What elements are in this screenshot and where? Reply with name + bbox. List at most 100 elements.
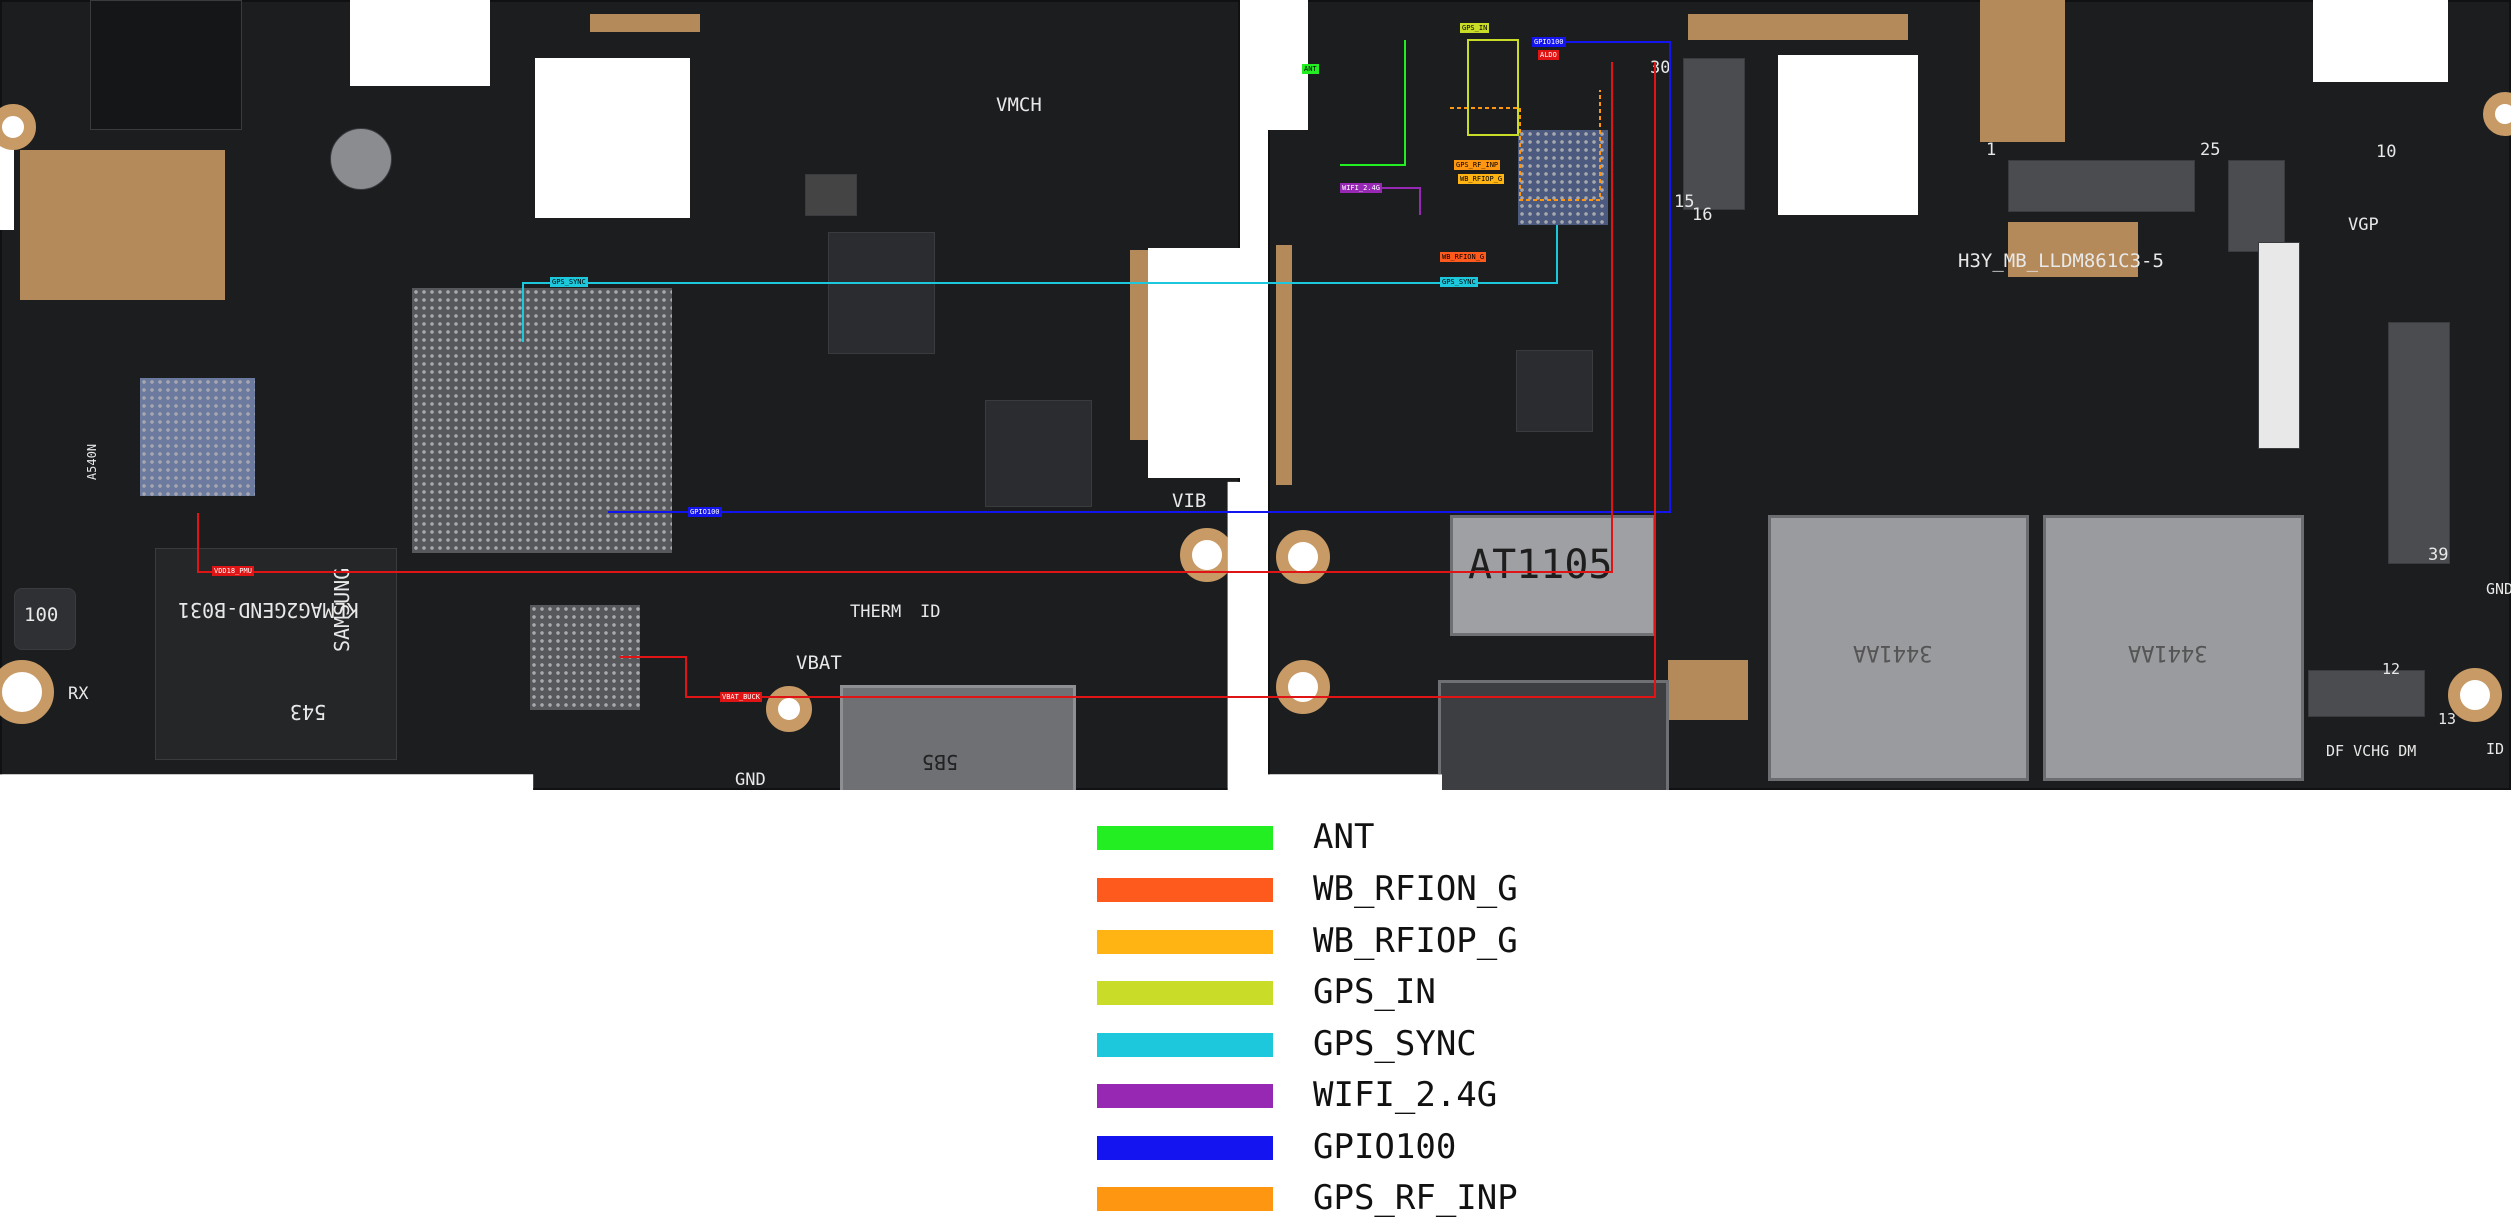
legend-label: GPS_SYNC — [1313, 1024, 1477, 1064]
fpc-connector — [2388, 322, 2450, 564]
ic-chip — [985, 400, 1092, 507]
gold-pad — [1130, 250, 1148, 440]
capacitor — [330, 128, 392, 190]
white-panel — [2258, 242, 2300, 449]
ic-chip — [828, 232, 935, 354]
pin-label: 1 — [1986, 140, 1997, 160]
gold-pad — [1688, 14, 1908, 40]
legend-swatch — [1097, 826, 1273, 850]
sim-slot-2[interactable] — [2043, 515, 2304, 781]
label-vgp: VGP — [2348, 215, 2379, 235]
fpc-connector — [2228, 160, 2285, 252]
label-id: ID — [2486, 740, 2505, 758]
net-tag-vbat-buck: VBAT_BUCK — [720, 692, 762, 702]
net-tag-wb-rfiop: WB_RFIOP_G — [1458, 174, 1505, 184]
gold-pad — [590, 14, 700, 32]
net-tag-aldo: ALDO — [1538, 50, 1559, 60]
net-tag-wb-rfion: WB_RFION_G — [1440, 252, 1487, 262]
net-tag-gpio100: GPIO100 — [688, 507, 722, 517]
legend-item-wb-rfion-g: WB_RFION_G — [1097, 870, 1597, 914]
mounting-hole — [1276, 530, 1330, 584]
label-gnd: GND — [2486, 580, 2511, 598]
mounting-hole — [0, 660, 54, 724]
label-df-vchg-dm: DF VCHG DM — [2326, 742, 2417, 760]
legend-swatch — [1097, 930, 1273, 954]
net-tag-gps-in: GPS_IN — [1460, 23, 1490, 33]
label-vbat: VBAT — [796, 652, 842, 674]
board-name: H3Y_MB_LLDM861C3-5 — [1958, 250, 2164, 272]
board-cutout — [2313, 0, 2448, 82]
legend-label: ANT — [1313, 817, 1375, 857]
board-right: 3441AA 3441AA AT1105 H3Y_MB_LLDM861C3-5 … — [1268, 0, 2511, 790]
legend-item-ant: ANT — [1097, 818, 1597, 862]
trace-vbat — [620, 62, 1656, 698]
gold-pad — [1668, 660, 1748, 720]
pin-label: 12 — [2382, 660, 2401, 678]
legend-swatch — [1097, 1033, 1273, 1057]
mounting-hole — [766, 686, 812, 732]
net-tag-ant: ANT — [1302, 64, 1319, 74]
legend-item-gps-rf-inp: GPS_RF_INP — [1097, 1179, 1597, 1223]
legend-label: GPIO100 — [1313, 1127, 1457, 1167]
shield-can — [90, 0, 242, 130]
net-tag-gpio100: GPIO100 — [1532, 37, 1566, 47]
pmic-bga — [140, 378, 255, 496]
legend-item-gpio100: GPIO100 — [1097, 1128, 1597, 1172]
label-gnd: GND — [735, 770, 766, 790]
ic-chip — [1516, 350, 1593, 432]
legend-swatch — [1097, 878, 1273, 902]
legend-label: GPS_IN — [1313, 972, 1436, 1012]
trace-gps-sync — [522, 225, 1558, 342]
label-100: 100 — [24, 604, 59, 626]
legend-label: WB_RFIOP_G — [1313, 921, 1518, 961]
soc-bga — [412, 288, 672, 553]
net-tag-vdd18: VDD18_PMU — [212, 566, 254, 576]
gold-pad — [20, 150, 225, 300]
gold-pad — [2008, 222, 2138, 277]
trace-vdd18 — [197, 62, 1613, 573]
legend-item-wb-rfiop-g: WB_RFIOP_G — [1097, 922, 1597, 966]
net-tag-gps-sync: GPS_SYNC — [1440, 277, 1478, 287]
pin-label: 10 — [2376, 142, 2397, 162]
net-tag-wifi: WIFI_2.4G — [1340, 183, 1382, 193]
trace-rf — [1450, 90, 1601, 201]
label-vmch: VMCH — [996, 94, 1042, 116]
legend-swatch — [1097, 1084, 1273, 1108]
legend-swatch — [1097, 981, 1273, 1005]
legend-swatch — [1097, 1187, 1273, 1211]
board-cutout — [1148, 248, 1240, 478]
legend-item-gps-in: GPS_IN — [1097, 973, 1597, 1017]
trace-ant — [1340, 40, 1406, 166]
net-tag-gps-sync: GPS_SYNC — [550, 277, 588, 287]
sim-slot-1[interactable] — [1768, 515, 2029, 781]
rf-bga — [1518, 130, 1608, 225]
legend-label: WIFI_2.4G — [1313, 1075, 1498, 1115]
label-therm: THERM — [850, 602, 902, 622]
connector-housing — [840, 685, 1076, 790]
pin-label: 39 — [2428, 545, 2449, 565]
gold-pad — [1980, 0, 2065, 142]
pin-label: 16 — [1692, 205, 1713, 225]
fpc-connector — [2008, 160, 2195, 212]
crystal — [805, 174, 857, 216]
legend-item-gps-sync: GPS_SYNC — [1097, 1025, 1597, 1069]
inductor — [14, 588, 76, 650]
board-cutout — [1778, 55, 1918, 215]
board-left: VMCH VIB VBAT THERM ID GND RX 100 A540N … — [0, 0, 1240, 790]
label-id: ID — [920, 602, 941, 622]
legend-label: WB_RFION_G — [1313, 869, 1518, 909]
board-cutout — [535, 58, 690, 218]
pin-label: 13 — [2438, 710, 2457, 728]
fpc-connector — [1683, 58, 1745, 210]
usb-connector — [1438, 680, 1669, 790]
pin-label: 25 — [2200, 140, 2221, 160]
legend-swatch — [1097, 1136, 1273, 1160]
gold-pad — [1276, 245, 1292, 485]
trace-gps-in-box — [1467, 39, 1519, 136]
label-vib: VIB — [1172, 490, 1207, 512]
label-rx: RX — [68, 684, 89, 704]
emmc-chip — [155, 548, 397, 760]
legend-item-wifi-2-4g: WIFI_2.4G — [1097, 1076, 1597, 1120]
trace-gpio100 — [608, 41, 1671, 513]
